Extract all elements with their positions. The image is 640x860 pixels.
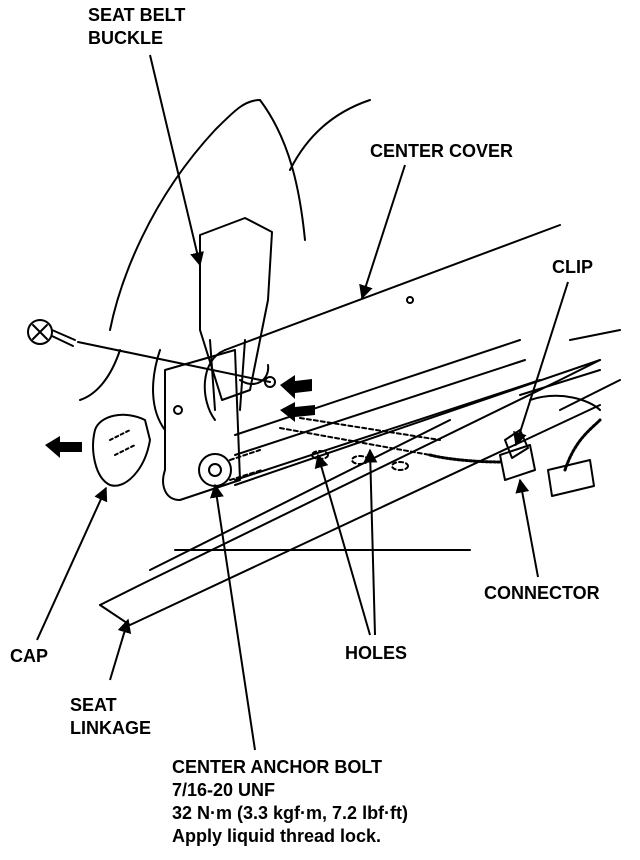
label-center-anchor-bolt-title: CENTER ANCHOR BOLT [172,757,382,777]
label-center-cover: CENTER COVER [370,141,514,161]
leader-connector [515,478,539,578]
label-cap: CAP [10,646,49,666]
leader-center-anchor-bolt [209,483,256,751]
screw [27,319,271,383]
leader-clip [513,281,569,447]
label-seat-linkage-line1: SEAT [70,695,117,715]
buckle-body [199,217,273,401]
label-seat-belt-buckle: SEAT BELT BUCKLE [88,4,185,50]
connector [428,418,602,497]
rail-tube [234,339,541,481]
label-holes: HOLES [345,643,408,663]
buckle-stalk [209,339,270,411]
rear-linkage [519,329,621,411]
arrow-bolt-direction [280,402,315,422]
label-center-anchor-bolt-torque: 32 N·m (3.3 kgf·m, 7.2 lbf·ft) [172,803,409,823]
arrow-cap-direction [45,436,82,458]
label-center-anchor-bolt: CENTER ANCHOR BOLT 7/16-20 UNF 32 N·m (3… [172,756,408,848]
seat-outline-lower [152,349,166,431]
leader-center-cover [359,164,406,300]
label-clip: CLIP [552,257,594,277]
cap [92,413,151,487]
leader-holes-right [363,448,378,636]
label-seat-linkage: SEAT LINKAGE [70,694,151,740]
label-center-anchor-bolt-thread: 7/16-20 UNF [172,780,276,800]
arrow-screw-direction [280,375,312,399]
seat-outline [79,99,371,401]
center-anchor-bolt [198,449,263,487]
screw-hole [264,376,276,388]
label-center-anchor-bolt-note: Apply liquid thread lock. [172,826,382,846]
bracket-hole [173,405,183,415]
label-connector: CONNECTOR [484,583,600,603]
leader-holes-left [314,453,371,636]
label-seat-linkage-line2: LINKAGE [70,718,151,738]
leader-cap [36,486,108,641]
label-seat-belt-buckle-line2: BUCKLE [88,28,163,48]
label-seat-belt-buckle-line1: SEAT BELT [88,5,186,25]
leader-seat-linkage [109,618,132,681]
leader-seat-belt-buckle [149,54,204,267]
